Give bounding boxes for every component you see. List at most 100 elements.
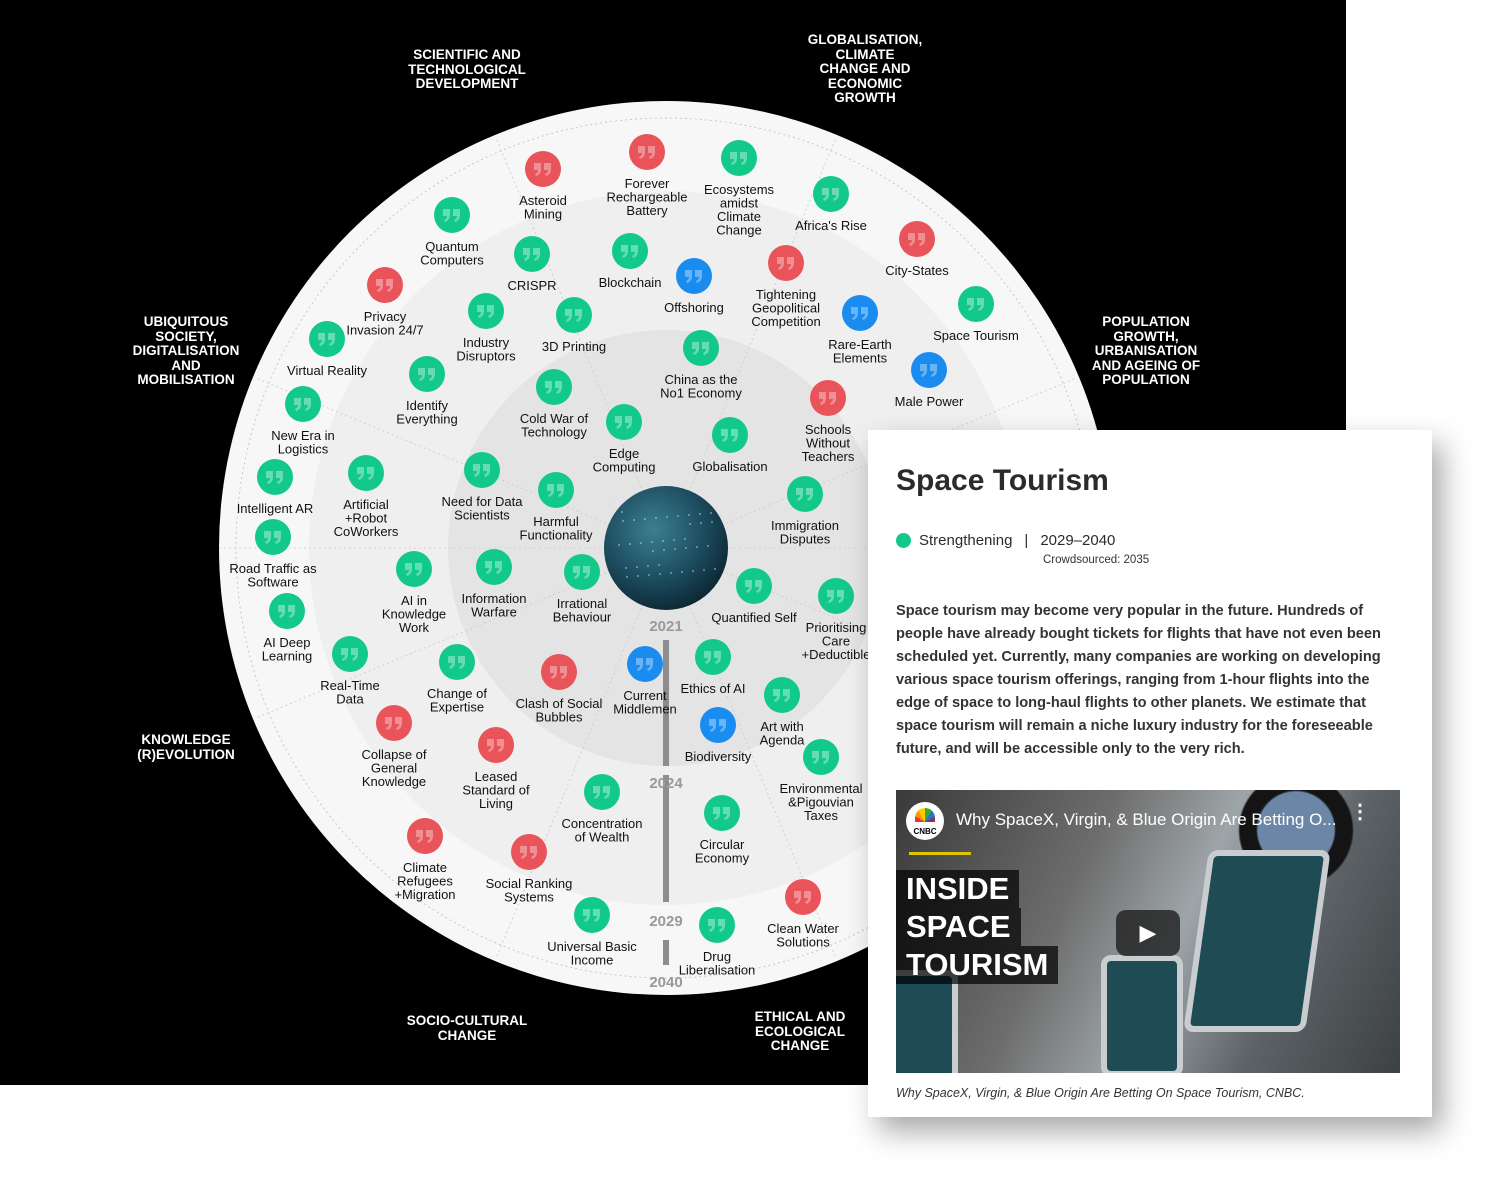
trend-strengthening-icon	[285, 386, 321, 422]
trend-node[interactable]: Intelligent AR	[237, 459, 314, 516]
star-dot	[621, 511, 623, 513]
quote-icon	[593, 786, 610, 799]
star-dot	[681, 571, 683, 573]
quote-icon	[485, 561, 502, 574]
category-label: KNOWLEDGE (R)EVOLUTION	[137, 732, 235, 762]
star-dot	[625, 567, 627, 569]
trend-node[interactable]: 3D Printing	[542, 297, 606, 354]
trend-label: Globalisation	[692, 459, 767, 474]
kebab-menu-icon[interactable]: ⋮	[1350, 801, 1370, 823]
globe-image	[604, 486, 728, 610]
quote-icon	[443, 209, 460, 222]
video-title[interactable]: Why SpaceX, Virgin, & Blue Origin Are Be…	[956, 810, 1337, 829]
trend-node[interactable]: Blockchain	[599, 233, 662, 290]
star-dot	[688, 514, 690, 516]
star-dot	[663, 549, 665, 551]
star-dot	[637, 575, 639, 577]
play-icon[interactable]: ▶	[1116, 910, 1180, 956]
year-label: 2021	[649, 618, 682, 635]
quote-icon	[550, 666, 567, 679]
trend-node[interactable]: Ethics of AI	[680, 639, 746, 696]
trend-weakening-icon	[367, 267, 403, 303]
quote-icon	[615, 416, 632, 429]
category-label: UBIQUITOUS SOCIETY, DIGITALISATION AND M…	[132, 314, 240, 387]
trend-label: Quantified Self	[711, 610, 797, 625]
trend-strengthening-icon	[332, 636, 368, 672]
trend-node[interactable]: Space Tourism	[933, 286, 1019, 343]
quote-icon	[967, 298, 984, 311]
video-scene	[1183, 850, 1331, 1032]
quote-icon	[473, 464, 490, 477]
trend-node[interactable]: Globalisation	[692, 417, 768, 474]
star-dot	[658, 564, 660, 566]
trend-node[interactable]: Quantified Self	[711, 568, 797, 625]
trend-new-icon	[842, 295, 878, 331]
category-label: GLOBALISATION, CLIMATE CHANGE AND ECONOM…	[807, 32, 923, 105]
trend-weakening-icon	[376, 705, 412, 741]
trend-node[interactable]: Virtual Reality	[287, 321, 367, 378]
quote-icon	[573, 566, 590, 579]
sector-divider	[495, 607, 642, 960]
trend-label: 3D Printing	[542, 339, 606, 354]
video-embed[interactable]: CNBC Why SpaceX, Virgin, & Blue Origin A…	[896, 790, 1400, 1073]
star-dot	[670, 572, 672, 574]
trend-node[interactable]: City-States	[885, 221, 949, 278]
trend-strengthening-icon	[556, 297, 592, 333]
quote-icon	[721, 429, 738, 442]
trend-node[interactable]: Offshoring	[664, 258, 724, 315]
trend-label: Africa's Rise	[795, 218, 867, 233]
trend-strengthening-icon	[818, 578, 854, 614]
quote-icon	[266, 471, 283, 484]
trend-label: Virtual Reality	[287, 363, 367, 378]
quote-icon	[416, 830, 433, 843]
trend-node[interactable]: CRISPR	[507, 236, 557, 293]
trend-node[interactable]: Male Power	[895, 352, 964, 409]
trend-new-icon	[627, 646, 663, 682]
trend-node[interactable]: Biodiversity	[685, 707, 752, 764]
trend-node[interactable]: Africa's Rise	[795, 176, 867, 233]
